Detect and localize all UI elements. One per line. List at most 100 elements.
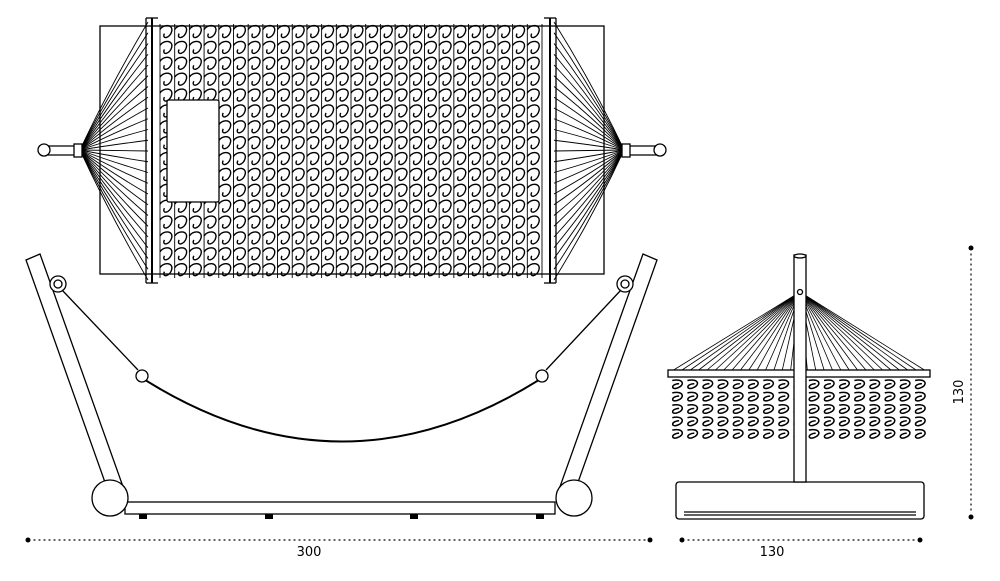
dimension-end-height: 130 [952, 245, 974, 520]
weave-knot [379, 183, 393, 197]
top-view-woven-bed [159, 24, 543, 278]
weave-knot [306, 215, 320, 229]
weave-knot [232, 263, 246, 277]
weave-knot [276, 247, 291, 261]
fan-string [799, 291, 851, 372]
weave-knot [306, 231, 320, 245]
weave-knot [526, 72, 540, 86]
weave-knot [350, 104, 364, 118]
weave-knot [438, 104, 452, 118]
weave-knot [276, 183, 291, 197]
weave-knot [453, 215, 467, 229]
weave-knot [379, 88, 393, 102]
weave-knot [453, 247, 467, 261]
weave-knot [218, 151, 232, 166]
weave-knot [394, 247, 408, 261]
weave-knot [438, 167, 452, 182]
weave-knot [232, 136, 246, 150]
weave-knot [409, 56, 423, 70]
weave-knot [497, 183, 511, 197]
weave-knot [291, 263, 305, 277]
weave-knot [467, 24, 482, 39]
suspension-string [79, 149, 149, 259]
weave-knot [409, 104, 423, 118]
weave-knot [306, 40, 320, 55]
weave-knot [291, 183, 305, 197]
weave-knot [320, 183, 335, 197]
weave-knot [350, 215, 364, 229]
weave-knot [320, 24, 335, 39]
weave-knot [453, 199, 467, 213]
weave-knot [526, 136, 540, 150]
weave-knot [291, 247, 305, 261]
weave-knot [838, 416, 850, 427]
weave-knot [453, 24, 467, 39]
weave-knot [335, 72, 349, 86]
weave-knot [262, 263, 276, 277]
weave-knot [174, 263, 188, 277]
suspension-string [553, 43, 625, 151]
weave-knot [379, 120, 393, 134]
suspension-string [79, 149, 149, 195]
fan-string [799, 291, 876, 372]
weave-knot [467, 72, 482, 86]
weave-knot [262, 136, 276, 150]
weave-knot [320, 151, 335, 166]
weave-knot [497, 231, 511, 245]
weave-knot [365, 72, 379, 86]
weave-knot [174, 215, 188, 229]
side-view-hammock-curve [141, 377, 543, 443]
suspension-string [79, 75, 149, 151]
weave-knot [232, 183, 246, 197]
weave-knot [350, 263, 364, 277]
weave-knot [438, 56, 452, 70]
weave-knot [869, 428, 881, 439]
weave-knot [203, 72, 217, 86]
weave-knot [497, 263, 511, 277]
weave-knot [203, 215, 217, 229]
weave-knot [262, 183, 276, 197]
fan-string [799, 291, 884, 372]
weave-knot [247, 24, 261, 39]
weave-knot [247, 215, 261, 229]
weave-knot [247, 72, 261, 86]
weave-knot [306, 104, 320, 118]
top-view [37, 17, 667, 284]
weave-knot [687, 391, 699, 402]
dimension-label-side-width: 300 [297, 545, 322, 560]
weave-knot [394, 136, 408, 150]
weave-knot [320, 40, 335, 55]
end-view-base [675, 481, 925, 520]
weave-knot [379, 247, 393, 261]
weave-knot [717, 416, 729, 427]
weave-knot [320, 215, 335, 229]
weave-knot [511, 215, 526, 229]
weave-knot [365, 231, 379, 245]
weave-knot [218, 88, 232, 102]
dimension-end-width: 130 [679, 537, 923, 560]
weave-knot [365, 263, 379, 277]
weave-knot [511, 104, 526, 118]
weave-knot [365, 151, 379, 166]
weave-knot [526, 199, 540, 213]
weave-knot [320, 136, 335, 150]
weave-knot [247, 88, 261, 102]
weave-knot [306, 24, 320, 39]
weave-knot [291, 88, 305, 102]
weave-knot [823, 404, 835, 415]
fan-string [799, 291, 859, 372]
weave-knot [218, 215, 232, 229]
weave-knot [884, 428, 896, 439]
weave-knot [453, 151, 467, 166]
weave-knot [497, 167, 511, 182]
weave-knot [247, 167, 261, 182]
weave-knot [350, 40, 364, 55]
suspension-string [79, 149, 149, 173]
weave-knot [453, 104, 467, 118]
weave-knot [394, 24, 408, 39]
weave-knot [291, 167, 305, 182]
weave-knot [218, 56, 232, 70]
weave-knot [497, 199, 511, 213]
weave-knot [159, 72, 173, 86]
fan-string [747, 291, 801, 372]
